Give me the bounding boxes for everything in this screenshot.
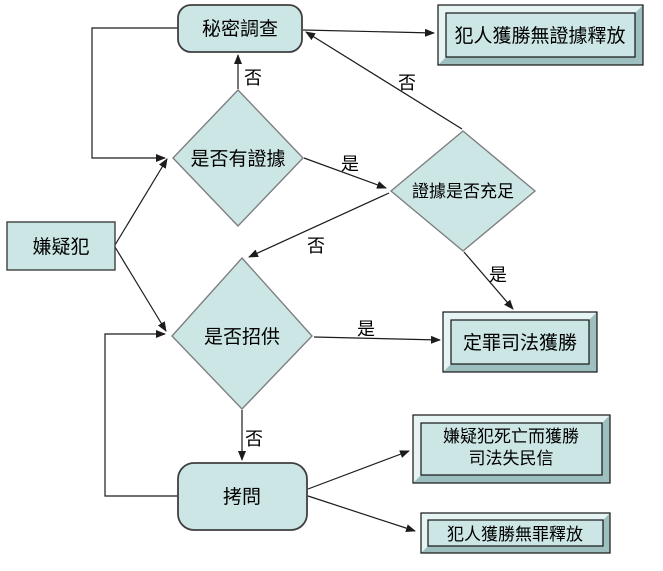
edge-label-yes: 是 bbox=[357, 319, 375, 340]
edge-label-no: 否 bbox=[245, 429, 263, 450]
node-death-label-line2: 司法失民信 bbox=[469, 449, 554, 469]
node-torture: 拷問 bbox=[177, 462, 308, 531]
bevel-right bbox=[635, 5, 643, 65]
node-conviction: 定罪司法獲勝 bbox=[442, 311, 598, 373]
node-no-evidence-release: 犯人獲勝無證據釋放 bbox=[437, 4, 644, 66]
bevel-right bbox=[589, 312, 597, 372]
node-evidence-sufficient-label: 證據是否充足 bbox=[412, 182, 514, 202]
node-no-evidence-release-frame bbox=[437, 4, 644, 66]
edge-labels: 否 是 否 否 是 是 否 bbox=[244, 68, 507, 450]
edge-secret-investigation-to-has-evidence bbox=[91, 27, 178, 162]
edges bbox=[91, 27, 514, 533]
node-no-evidence-release-shape bbox=[445, 12, 636, 58]
node-death-shape bbox=[420, 422, 603, 476]
bevel-top bbox=[443, 312, 597, 320]
bevel-top bbox=[438, 5, 643, 13]
edge-torture-to-death bbox=[307, 450, 410, 490]
edge-secret-investigation-to-no-evidence-release bbox=[302, 28, 435, 37]
bevel-bottom bbox=[438, 57, 643, 65]
edge-label-yes: 是 bbox=[489, 265, 507, 286]
node-conviction-label: 定罪司法獲勝 bbox=[463, 332, 577, 354]
bevel-top bbox=[413, 415, 610, 423]
edge-suspect-to-confess bbox=[114, 246, 167, 332]
node-torture-label: 拷問 bbox=[223, 486, 261, 508]
node-evidence-sufficient-shape bbox=[389, 130, 537, 252]
bevel-left bbox=[413, 415, 421, 483]
bevel-bottom bbox=[443, 364, 597, 372]
node-conviction-shape bbox=[450, 319, 590, 365]
bevel-left bbox=[443, 312, 451, 372]
bevel-right bbox=[603, 513, 610, 553]
edge-has-evidence-yes-to-evidence-sufficient bbox=[303, 157, 387, 189]
node-suspect-label: 嫌疑犯 bbox=[32, 236, 89, 258]
node-death-frame bbox=[412, 414, 611, 484]
node-death-label-line1: 嫌疑犯死亡而獲勝 bbox=[443, 427, 579, 447]
edge-evidence-sufficient-no-to-secret-investigation bbox=[305, 31, 463, 130]
edge-label-no: 否 bbox=[307, 236, 325, 257]
edge-evidence-sufficient-no-to-confess bbox=[248, 192, 390, 258]
edge-label-yes: 是 bbox=[341, 154, 359, 175]
node-torture-shape bbox=[177, 462, 308, 531]
node-no-evidence-release-label: 犯人獲勝無證據釋放 bbox=[454, 25, 625, 47]
node-death: 嫌疑犯死亡而獲勝 司法失民信 bbox=[412, 414, 611, 484]
node-secret-investigation-shape bbox=[177, 4, 303, 53]
node-evidence-sufficient: 證據是否充足 bbox=[389, 130, 537, 252]
node-acquittal: 犯人獲勝無罪釋放 bbox=[420, 512, 611, 554]
edge-suspect-to-has-evidence bbox=[114, 158, 168, 246]
node-conviction-frame bbox=[442, 311, 598, 373]
node-acquittal-frame bbox=[420, 512, 611, 554]
bevel-left bbox=[438, 5, 446, 65]
edge-label-no: 否 bbox=[244, 68, 262, 89]
node-confess-shape bbox=[171, 256, 313, 411]
node-acquittal-label: 犯人獲勝無罪釋放 bbox=[447, 525, 583, 545]
bevel-left bbox=[421, 513, 428, 553]
bevel-top bbox=[421, 513, 610, 520]
node-has-evidence-shape bbox=[172, 88, 304, 228]
edge-evidence-sufficient-yes-to-conviction bbox=[463, 251, 514, 310]
node-confess: 是否招供 bbox=[171, 256, 313, 411]
node-acquittal-shape bbox=[427, 519, 604, 547]
bevel-bottom bbox=[421, 546, 610, 553]
edge-torture-to-acquittal bbox=[307, 495, 416, 533]
node-secret-investigation: 秘密調查 bbox=[177, 4, 303, 53]
node-suspect: 嫌疑犯 bbox=[6, 221, 116, 271]
node-has-evidence-label: 是否有證據 bbox=[190, 148, 285, 170]
bevel-right bbox=[602, 415, 610, 483]
node-has-evidence: 是否有證據 bbox=[172, 88, 304, 228]
edge-label-no: 否 bbox=[398, 73, 416, 94]
node-confess-label: 是否招供 bbox=[204, 326, 280, 348]
node-suspect-shape bbox=[6, 221, 116, 271]
edge-torture-to-confess bbox=[104, 330, 178, 497]
edge-confess-yes-to-conviction bbox=[313, 335, 441, 344]
node-secret-investigation-label: 秘密調查 bbox=[202, 18, 278, 40]
bevel-bottom bbox=[413, 475, 610, 483]
